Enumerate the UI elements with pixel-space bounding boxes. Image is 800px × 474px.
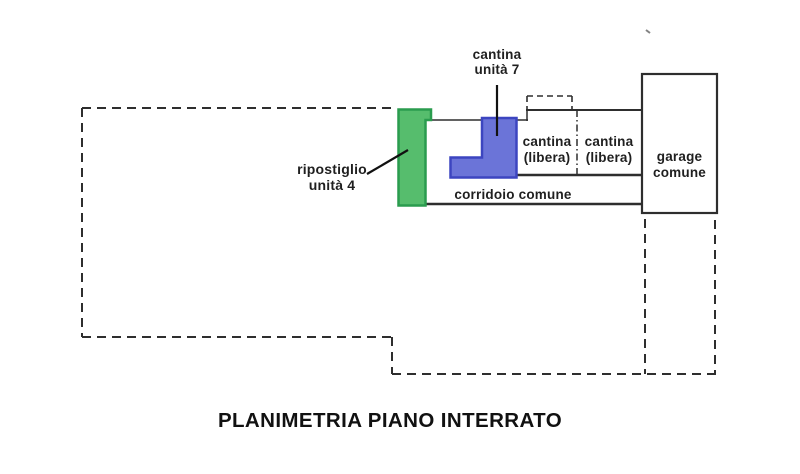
label-cantina7-line1: cantina	[472, 47, 522, 62]
garage-walls	[640, 72, 719, 215]
label-cantina-libera-left-line1: cantina	[522, 134, 572, 149]
label-corridoio-comune: corridoio comune	[443, 187, 583, 203]
label-cantina-libera-right: cantina (libera)	[577, 134, 641, 166]
label-corridoio-text: corridoio comune	[454, 187, 572, 202]
label-ripostiglio-line1: ripostiglio	[297, 161, 367, 177]
label-cantina7-line2: unità 7	[474, 62, 520, 77]
label-garage-comune: garage comune	[643, 149, 716, 181]
label-garage-line2: comune	[653, 165, 706, 180]
label-cantina-libera-right-line2: (libera)	[585, 150, 633, 165]
label-ripostiglio-line2: unità 4	[308, 177, 356, 193]
label-cantina-libera-left-line2: (libera)	[523, 150, 571, 165]
label-ripostiglio-unita4: ripostiglio unità 4	[288, 161, 376, 193]
scan-artifact	[645, 29, 651, 34]
label-cantina-libera-right-line1: cantina	[584, 134, 634, 149]
page-title: PLANIMETRIA PIANO INTERRATO	[217, 409, 563, 432]
dashed-annex-outline	[526, 95, 573, 110]
cantina-unita7-shape	[449, 116, 518, 179]
label-garage-line1: garage	[656, 149, 703, 164]
label-cantina-unita7: cantina unità 7	[460, 47, 534, 77]
ripostiglio-pointer-line	[366, 149, 409, 175]
ripostiglio-unita4-shape	[397, 108, 433, 207]
label-cantina-libera-left: cantina (libera)	[516, 134, 578, 166]
pointer-lines	[366, 85, 499, 175]
property-boundary-dashed	[81, 107, 716, 375]
